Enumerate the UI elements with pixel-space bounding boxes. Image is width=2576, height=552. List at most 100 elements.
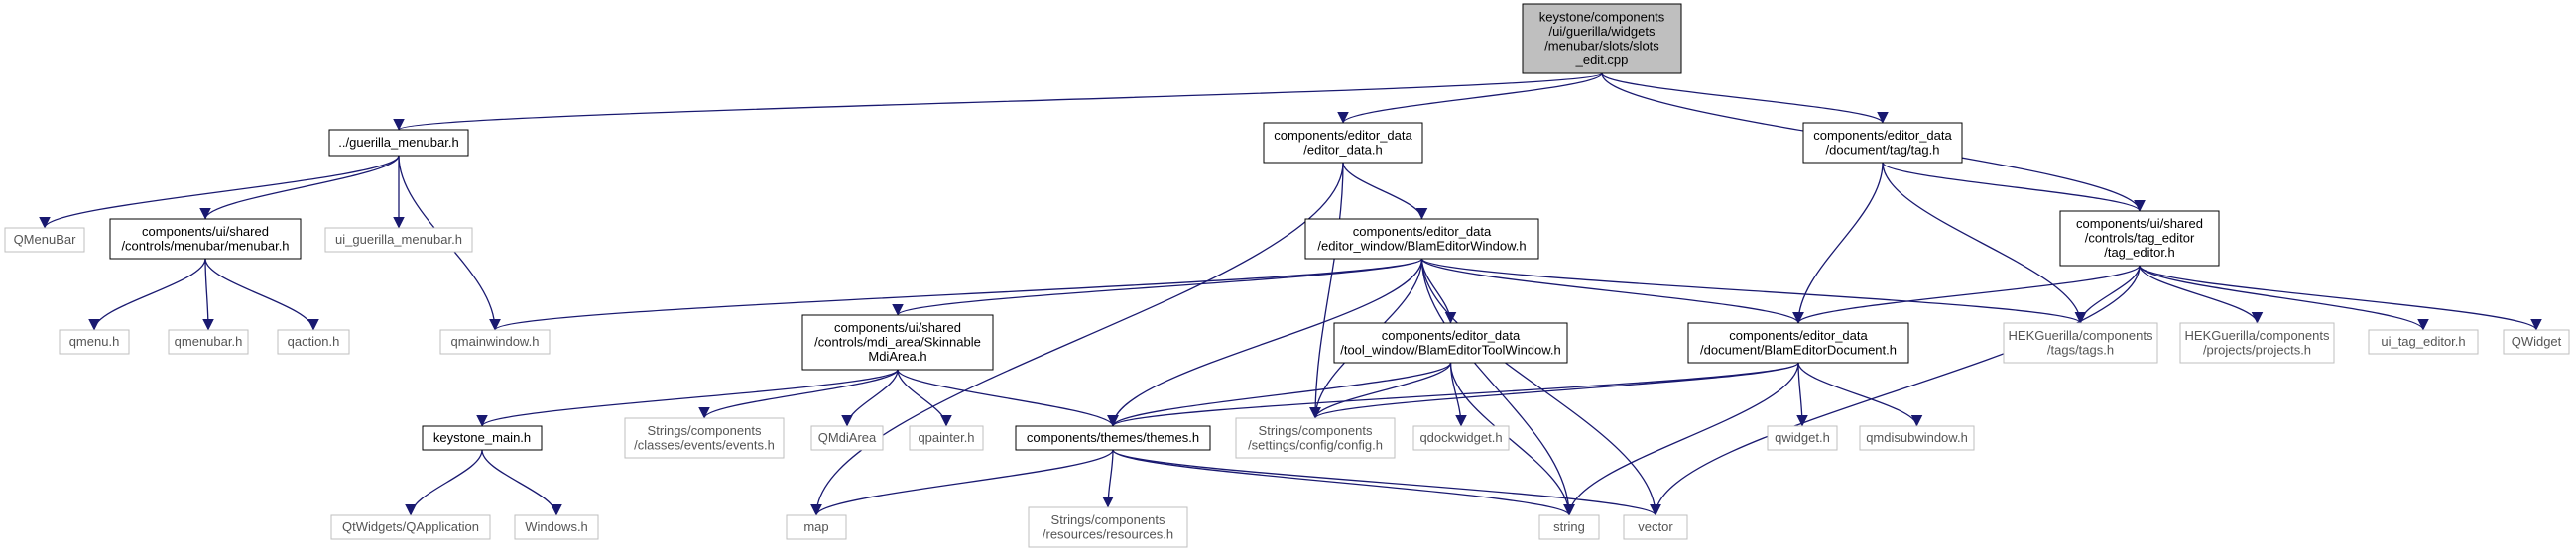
node-editor-data-h[interactable]: components/editor_data/editor_data.h [1263, 122, 1423, 164]
edge-editor_data_h-to-map [810, 162, 1344, 516]
node-tag-editor-h[interactable]: components/ui/shared/controls/tag_editor… [2059, 210, 2220, 267]
edge-keystone_main_h-to-windows_h [481, 449, 562, 516]
edge-blam_editor_window_h-to-hek_tags_h [1420, 258, 2087, 324]
node-box [1015, 425, 1211, 451]
edge-blam_editor_tool_window_h-to-string [1449, 362, 1575, 516]
node-label-line: _edit.cpp [1575, 53, 1629, 67]
edge-tag_h-to-tag_editor_h [1882, 162, 2146, 212]
node-ui-guerilla-menubar-h[interactable]: ui_guerilla_menubar.h [324, 227, 473, 253]
node-box [909, 425, 984, 451]
node-skinnable-mdi-area-h[interactable]: components/ui/shared/controls/mdi_area/S… [801, 314, 994, 371]
node-qmenu-h[interactable]: qmenu.h [59, 329, 130, 355]
node-label-line: components/ui/shared [834, 320, 961, 335]
node-label-line: components/editor_data [1382, 328, 1521, 343]
edge-blam_editor_document_h-to-string [1563, 362, 1799, 516]
edge-keystone_main_h-to-qapplication [405, 449, 483, 516]
edge-menubar_h-to-qmenu_h [88, 258, 206, 331]
node-qmainwindow-h[interactable]: qmainwindow.h [439, 329, 551, 355]
node-label-line: Strings/components [1051, 512, 1165, 527]
edge-skinnable_mdi_area_h-to-qpainter_h [897, 369, 952, 427]
node-blam-editor-window-h[interactable]: components/editor_data/editor_window/Bla… [1304, 218, 1539, 260]
node-qmdisubwindow-h[interactable]: qmdisubwindow.h [1859, 425, 1975, 451]
node-label-line: /tool_window/BlamEditorToolWindow.h [1340, 342, 1561, 357]
node-label-line: /document/BlamEditorDocument.h [1700, 342, 1897, 357]
node-label-line: vector [1638, 519, 1673, 534]
edge-tag_editor_h-to-vector [1650, 265, 2141, 516]
node-label-line: components/editor_data [1729, 328, 1868, 343]
node-label-line: /projects/projects.h [2203, 342, 2311, 357]
node-box [1333, 322, 1568, 364]
node-label-line: ui_guerilla_menubar.h [335, 232, 462, 247]
edge-blam_editor_document_h-to-qmdisubwindow_h [1797, 362, 1923, 427]
node-themes-h[interactable]: components/themes/themes.h [1015, 425, 1211, 451]
node-box [4, 227, 85, 253]
edge-guerilla_menubar_h-to-menubar_h [199, 155, 400, 220]
node-box [1687, 322, 1909, 364]
node-events-h[interactable]: Strings/components/classes/events/events… [624, 417, 785, 459]
node-box [1623, 514, 1688, 540]
node-tag-h[interactable]: components/editor_data/document/tag/tag.… [1802, 122, 1963, 164]
node-label-line: qaction.h [288, 334, 340, 349]
node-box [109, 218, 302, 260]
node-string[interactable]: string [1538, 514, 1600, 540]
node-box [1028, 506, 1188, 548]
node-label-line: /editor_data.h [1303, 142, 1383, 157]
node-map[interactable]: map [786, 514, 847, 540]
node-root[interactable]: keystone/components/ui/guerilla/widgets/… [1522, 3, 1682, 74]
node-qdockwidget-h[interactable]: qdockwidget.h [1412, 425, 1510, 451]
edge-blam_editor_tool_window_h-to-themes_h [1107, 362, 1452, 427]
node-resources-h[interactable]: Strings/components/resources/resources.h [1028, 506, 1188, 548]
node-vector[interactable]: vector [1623, 514, 1688, 540]
dependency-nodes: keystone/components/ui/guerilla/widgets/… [4, 3, 2570, 548]
node-guerilla-menubar-h[interactable]: ../guerilla_menubar.h [328, 129, 469, 157]
node-label-line: qpainter.h [918, 430, 974, 445]
node-windows-h[interactable]: Windows.h [514, 514, 599, 540]
node-hek-projects-h[interactable]: HEKGuerilla/components/projects/projects… [2179, 322, 2335, 364]
node-label-line: components/themes/themes.h [1027, 430, 1199, 445]
edge-editor_data_h-to-blam_editor_window_h [1342, 162, 1428, 220]
node-blam-editor-document-h[interactable]: components/editor_data/document/BlamEdit… [1687, 322, 1909, 364]
node-label-line: QWidget [2512, 334, 2562, 349]
node-qwidget-cls[interactable]: QWidget [2503, 329, 2570, 355]
node-label-line: /document/tag/tag.h [1826, 142, 1940, 157]
node-box [1412, 425, 1510, 451]
node-qapplication[interactable]: QtWidgets/QApplication [330, 514, 491, 540]
node-label-line: components/ui/shared [142, 224, 269, 239]
edge-skinnable_mdi_area_h-to-themes_h [897, 369, 1119, 427]
node-keystone-main-h[interactable]: keystone_main.h [422, 425, 543, 451]
node-label-line: ../guerilla_menubar.h [338, 135, 458, 150]
node-box [2503, 329, 2570, 355]
node-ui-tag-editor-h[interactable]: ui_tag_editor.h [2368, 329, 2479, 355]
edge-tag_editor_h-to-blam_editor_document_h [1792, 265, 2141, 324]
node-label-line: Strings/components [648, 423, 762, 438]
node-blam-editor-tool-window-h[interactable]: components/editor_data/tool_window/BlamE… [1333, 322, 1568, 364]
node-label-line: /tag_editor.h [2104, 245, 2175, 260]
node-box [330, 514, 491, 540]
node-qwidget-h[interactable]: qwidget.h [1767, 425, 1838, 451]
node-qmenubar-cls[interactable]: QMenuBar [4, 227, 85, 253]
edge-skinnable_mdi_area_h-to-keystone_main_h [476, 369, 899, 427]
node-label-line: map [803, 519, 828, 534]
node-hek-tags-h[interactable]: HEKGuerilla/components/tags/tags.h [2003, 322, 2158, 364]
node-qaction-h[interactable]: qaction.h [277, 329, 350, 355]
edge-blam_editor_window_h-to-themes_h [1107, 258, 1423, 427]
node-qmdiarea[interactable]: QMdiArea [810, 425, 884, 451]
node-label-line: MdiArea.h [868, 349, 926, 364]
edge-skinnable_mdi_area_h-to-qmdiarea [841, 369, 899, 427]
node-box [1263, 122, 1423, 164]
node-label-line: qmdisubwindow.h [1866, 430, 1968, 445]
node-qmenubar-h[interactable]: qmenubar.h [168, 329, 249, 355]
node-label-line: /menubar/slots/slots [1544, 38, 1659, 53]
node-label-line: qdockwidget.h [1419, 430, 1502, 445]
node-label-line: string [1553, 519, 1585, 534]
node-menubar-h[interactable]: components/ui/shared/controls/menubar/me… [109, 218, 302, 260]
edge-menubar_h-to-qaction_h [204, 258, 319, 331]
node-box [624, 417, 785, 459]
node-box [1802, 122, 1963, 164]
node-config-h[interactable]: Strings/components/settings/config/confi… [1235, 417, 1396, 459]
node-qpainter-h[interactable]: qpainter.h [909, 425, 984, 451]
node-label-line: components/editor_data [1353, 224, 1492, 239]
edge-blam_editor_window_h-to-vector [1420, 258, 1661, 516]
node-label-line: /settings/config/config.h [1248, 437, 1383, 452]
node-label-line: ui_tag_editor.h [2381, 334, 2465, 349]
